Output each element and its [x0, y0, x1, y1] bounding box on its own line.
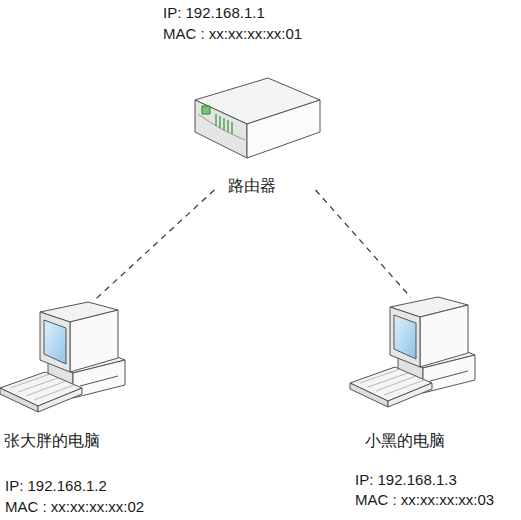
computer-icon [350, 297, 475, 407]
network-link [316, 190, 411, 297]
node-label: 路由器 [228, 176, 276, 195]
node-label: 小黑的电脑 [365, 431, 445, 450]
network-link [95, 190, 215, 300]
computer-node: 张大胖的电脑IP: 192.168.1.2MAC : xx:xx:xx:xx:0… [0, 300, 128, 418]
node-label: MAC : xx:xx:xx:xx:03 [355, 491, 494, 509]
computer-node: 小黑的电脑IP: 192.168.1.3MAC : xx:xx:xx:xx:03 [350, 295, 474, 413]
node-label: IP: 192.168.1.3 [355, 471, 457, 489]
node-label: IP: 192.168.1.1 [163, 4, 265, 22]
node-label: MAC : xx:xx:xx:xx:02 [5, 498, 144, 516]
computer-icon [0, 302, 125, 412]
node-label: IP: 192.168.1.2 [5, 477, 107, 495]
node-label: 张大胖的电脑 [4, 431, 100, 450]
node-label: MAC : xx:xx:xx:xx:01 [163, 25, 302, 43]
router-icon [195, 78, 320, 158]
router-node: IP: 192.168.1.1MAC : xx:xx:xx:xx:01路由器 [190, 70, 325, 190]
